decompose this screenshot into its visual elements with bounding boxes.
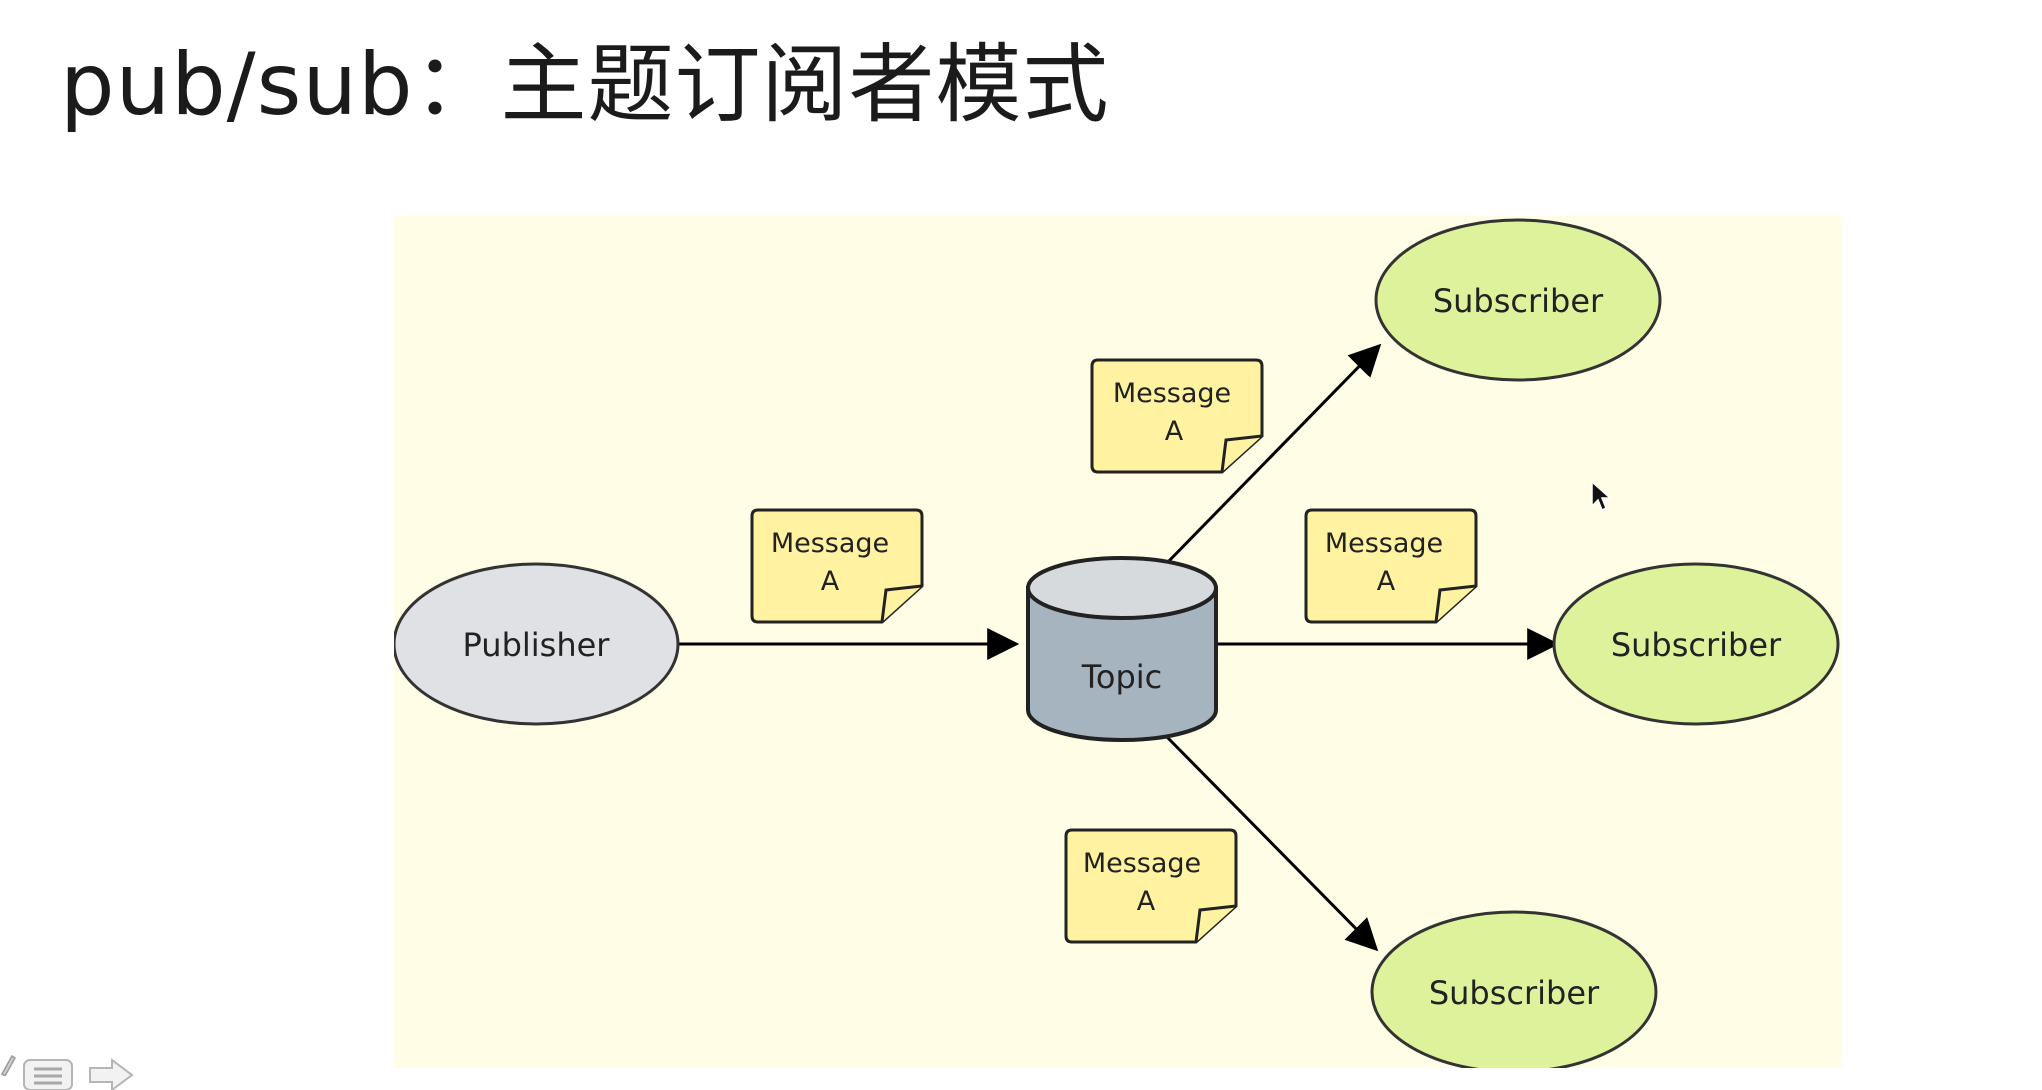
message-note-line1: Message [1113, 378, 1231, 409]
topic-cylinder-top [1026, 556, 1218, 620]
pen-icon[interactable] [0, 1054, 16, 1076]
message-note-line1: Message [1083, 848, 1201, 879]
slideshow-toolbar [0, 1054, 140, 1090]
slide-title: pub/sub：主题订阅者模式 [60, 35, 1110, 135]
message-note-publisher: Message A [750, 508, 924, 624]
message-note-top: Message A [1090, 358, 1264, 474]
publisher-label: Publisher [463, 626, 611, 664]
message-note-fold [880, 584, 923, 623]
message-note-fold [1434, 584, 1477, 623]
arrow-topic-to-subscriber-bottom [1164, 734, 1379, 952]
arrow-topic-to-subscriber-top [1164, 343, 1382, 566]
message-note-shape [1090, 358, 1264, 474]
subscriber-label: Subscriber [1611, 626, 1782, 664]
pubsub-diagram: Publisher Topic Subscriber Subscriber Su… [394, 216, 1842, 1068]
message-note-line2: A [1165, 416, 1184, 447]
message-note-fold [1220, 434, 1263, 473]
subscriber-ellipse [1374, 218, 1662, 382]
message-note-shape [1304, 508, 1478, 624]
topic-node: Topic [1026, 556, 1218, 742]
next-arrow-icon[interactable] [86, 1058, 136, 1090]
mouse-cursor-icon [1591, 480, 1612, 512]
message-note-fold [1194, 904, 1237, 943]
menu-icon[interactable] [22, 1058, 76, 1090]
message-note-shape [1064, 828, 1238, 944]
message-note-line2: A [1377, 566, 1396, 597]
message-note-line2: A [1137, 886, 1156, 917]
message-note-middle: Message A [1304, 508, 1478, 624]
publisher-node: Publisher [394, 562, 680, 726]
subscriber-ellipse [1370, 910, 1658, 1068]
topic-cylinder-body [1026, 586, 1218, 742]
message-note-shape [750, 508, 924, 624]
publisher-ellipse [394, 562, 680, 726]
topic-label: Topic [1081, 658, 1162, 696]
subscriber-label: Subscriber [1433, 282, 1604, 320]
message-note-line1: Message [771, 528, 889, 559]
subscriber-node-top: Subscriber [1374, 218, 1662, 382]
message-note-line1: Message [1325, 528, 1443, 559]
flow-arrows [678, 343, 1560, 952]
subscriber-ellipse [1552, 562, 1840, 726]
message-note-line2: A [821, 566, 840, 597]
subscriber-node-bottom: Subscriber [1370, 910, 1658, 1068]
subscriber-label: Subscriber [1429, 974, 1600, 1012]
subscriber-node-middle: Subscriber [1552, 562, 1840, 726]
message-note-bottom: Message A [1064, 828, 1238, 944]
